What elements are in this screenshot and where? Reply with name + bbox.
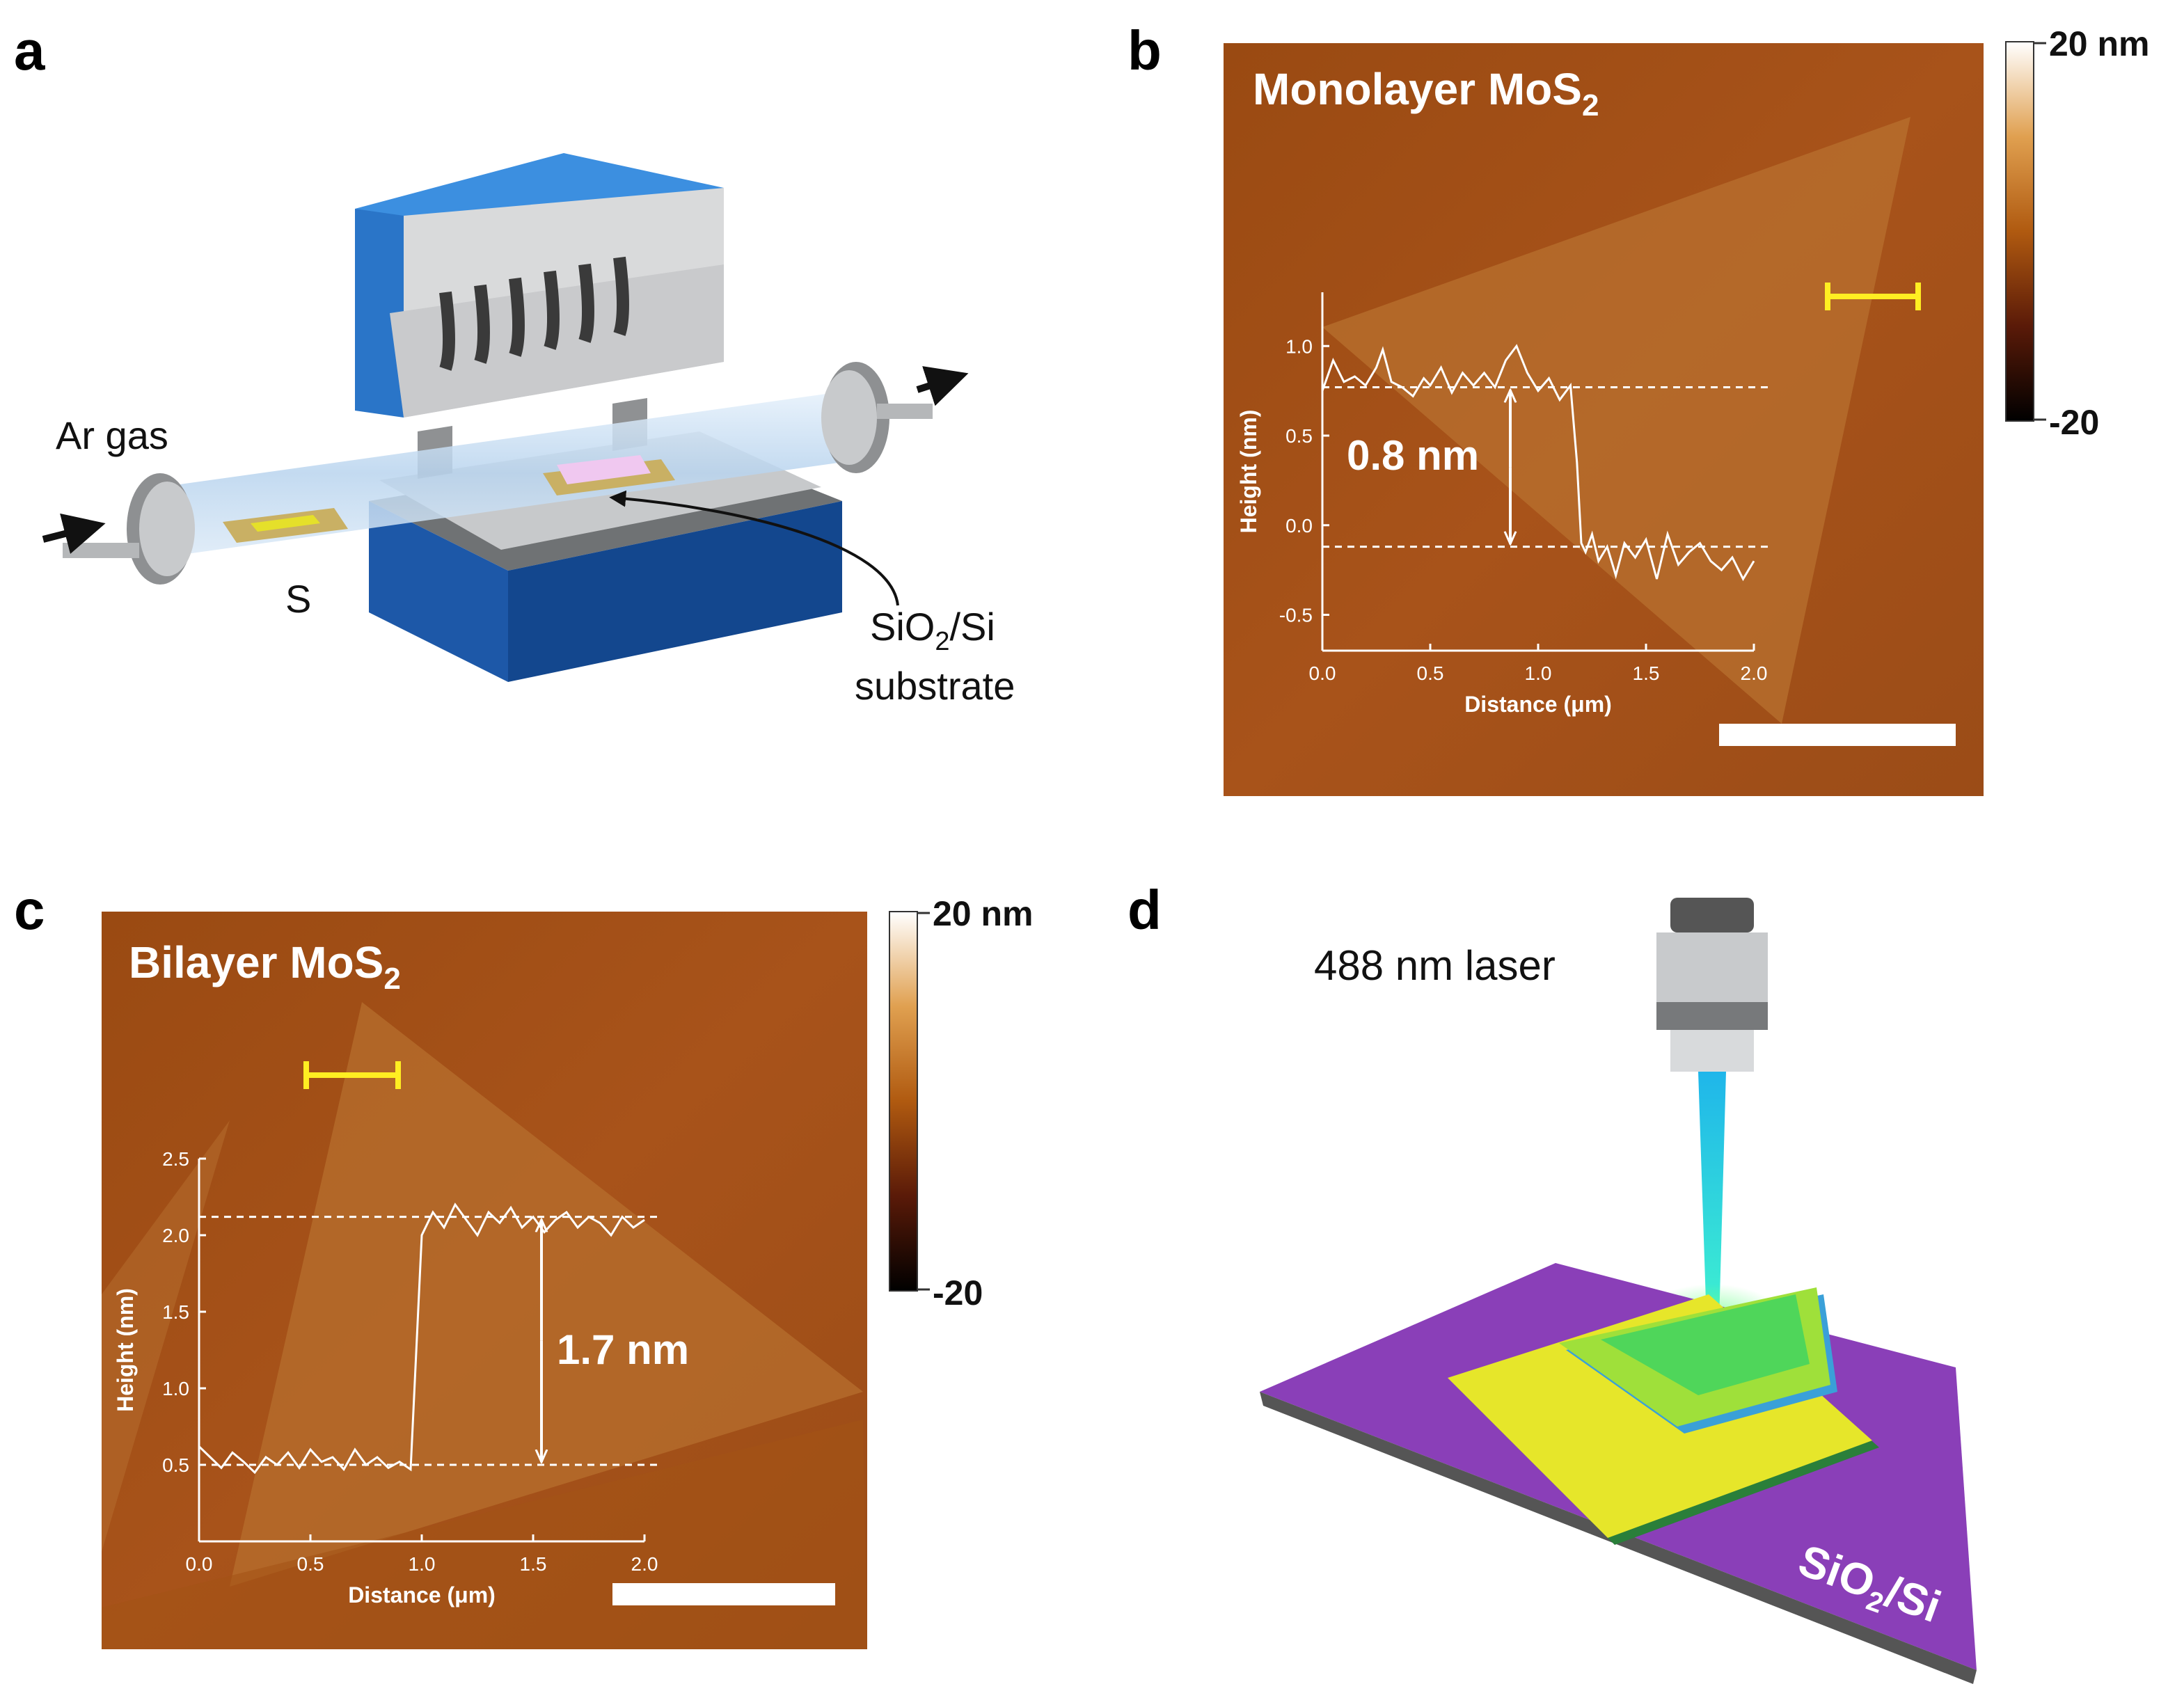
chart-b-y-tick-label: -0.5 [1279, 605, 1313, 626]
chart-c-y-tick-label: 1.0 [162, 1378, 189, 1399]
scale-bar-c [612, 1583, 835, 1605]
afm-title-b: Monolayer MoS2 [1253, 64, 1599, 122]
panel-b-letter: b [1127, 19, 1162, 81]
chart-c-x-tick-label: 2.0 [631, 1553, 658, 1575]
chart-b-x-tick-label: 1.0 [1525, 662, 1552, 684]
panel-d: d 488 nm laser SiO2/Si [1127, 879, 1977, 1684]
bilayer-flake-small [102, 1120, 230, 1552]
afm-title-c: Bilayer MoS2 [129, 937, 401, 996]
panel-d-letter: d [1127, 879, 1162, 941]
chart-b-y-tick-label: 0.5 [1285, 425, 1313, 447]
colorbar-c-bottom: -20 [933, 1273, 983, 1312]
colorbar-b-bottom: -20 [2049, 403, 2099, 442]
scale-bar-b [1719, 724, 1956, 746]
panel-a-letter: a [14, 19, 45, 81]
quartz-tube [160, 390, 863, 557]
panel-c-letter: c [14, 879, 45, 941]
mos2-bilayer-atoms [1448, 1287, 1879, 1545]
line-profile-marker-c [303, 1061, 401, 1089]
chart-b-x-tick-label: 2.0 [1741, 662, 1768, 684]
furnace-upper-body [355, 153, 724, 479]
colorbar-b [2005, 41, 2034, 422]
laser-label: 488 nm laser [1314, 942, 1556, 989]
chart-c-x-tick-label: 0.5 [297, 1553, 324, 1575]
objective-lens [1656, 898, 1768, 1072]
left-end-cap [63, 473, 195, 585]
bilayer-flake-large [230, 1002, 863, 1587]
substrate-chip [557, 455, 651, 484]
ar-gas-label: Ar gas [56, 413, 168, 457]
chart-b-x-tick-label: 0.5 [1417, 662, 1444, 684]
laser-beam [1698, 1072, 1726, 1322]
line-profile-marker-b [1825, 283, 1921, 310]
chart-c-x-axis-label: Distance (μm) [348, 1582, 496, 1607]
gas-outlet-arrow [916, 366, 969, 406]
chart-c-y-axis-label: Height (nm) [113, 1288, 138, 1412]
panel-c: c Bilayer MoS2 0.0 0.5 1.0 1.5 2.0 0.5 1.0 1.5 2… [14, 879, 1034, 1649]
chart-b-x-axis-label: Distance (μm) [1464, 692, 1612, 717]
chart-c-step-label: 1.7 nm [557, 1326, 689, 1373]
colorbar-c-top: 20 nm [933, 894, 1034, 933]
colorbar-b-top: 20 nm [2049, 24, 2150, 63]
right-end-cap [821, 362, 933, 473]
chart-c-x-tick-label: 1.0 [409, 1553, 436, 1575]
chart-b-y-tick-label: 0.0 [1285, 515, 1313, 537]
substrate-label: SiO2/Si [870, 605, 995, 656]
gas-inlet-arrow [42, 513, 106, 554]
chart-b-x-tick-label: 0.0 [1309, 662, 1336, 684]
chart-c-y-tick-label: 1.5 [162, 1301, 189, 1323]
heating-coils [439, 256, 629, 371]
substrate-pointer-arrow [609, 490, 899, 606]
chart-c-y-tick-label: 2.0 [162, 1225, 189, 1246]
chart-b-x-tick-label: 1.5 [1633, 662, 1660, 684]
chart-c-x-tick-label: 0.0 [186, 1553, 213, 1575]
chart-b-step-label: 0.8 nm [1347, 432, 1479, 479]
chart-c-profile-line [198, 1202, 645, 1475]
substrate-label-line2: substrate [855, 664, 1015, 708]
colorbar-c [889, 911, 918, 1292]
chart-b-y-axis-label: Height (nm) [1236, 410, 1261, 534]
chart-c-y-tick-label: 0.5 [162, 1454, 189, 1476]
chart-b-profile-line [1321, 344, 1755, 582]
sulfur-label: S [285, 577, 311, 621]
monolayer-flake [1322, 117, 1910, 724]
chart-b-y-tick-label: 1.0 [1285, 335, 1313, 357]
panel-a: a [14, 19, 1015, 708]
chart-c-y-tick-label: 2.5 [162, 1148, 189, 1170]
chart-c-x-tick-label: 1.5 [520, 1553, 547, 1575]
